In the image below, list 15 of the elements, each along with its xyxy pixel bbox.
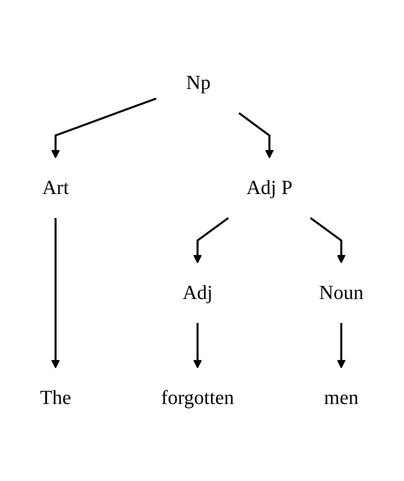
node-text: men (324, 386, 359, 409)
node-text: Adj (182, 282, 213, 304)
node-text: Noun (319, 282, 364, 304)
arrow (337, 323, 346, 368)
node-text: Np (186, 72, 211, 94)
node-text: Art (42, 176, 70, 199)
arrow (51, 218, 60, 368)
arrow (310, 217, 346, 264)
node-text: Adj P (246, 176, 293, 199)
arrow (193, 323, 202, 368)
arrow (193, 217, 230, 264)
node-text: forgotten (161, 386, 234, 409)
node-text: The (40, 386, 72, 409)
arrow (51, 98, 157, 158)
arrow (238, 112, 274, 158)
